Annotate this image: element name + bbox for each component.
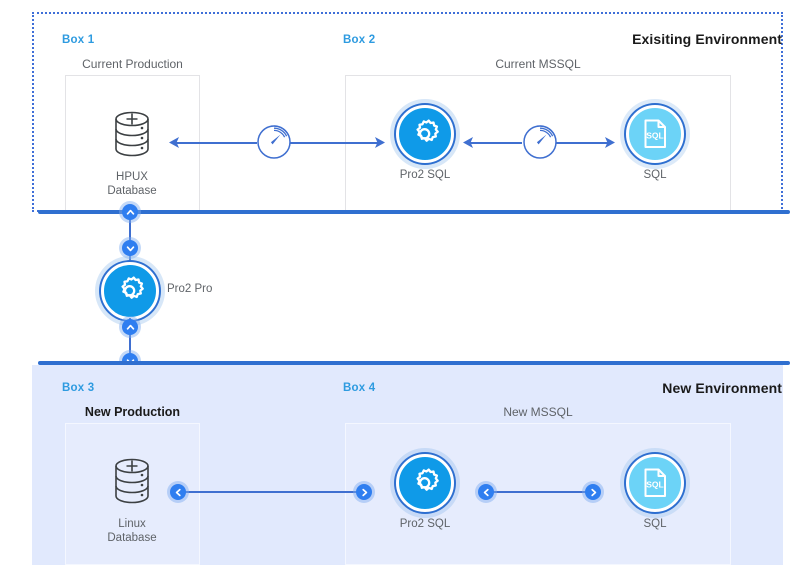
sql-document-icon: SQL xyxy=(626,454,684,512)
box-2-label: Box 2 xyxy=(343,34,376,46)
current-production-title: Current Production xyxy=(82,57,183,71)
gauge-icon xyxy=(255,123,293,161)
node-caption: HPUX Database xyxy=(97,170,167,198)
node-caption: SQL xyxy=(643,518,667,530)
existing-environment-title: Exisiting Environment xyxy=(632,31,782,47)
arrow-left-icon xyxy=(463,137,473,148)
box-1-label: Box 1 xyxy=(62,34,95,46)
existing-divider-bar xyxy=(38,210,790,214)
node-caption: Pro2 SQL xyxy=(399,518,451,530)
node-pro2-pro xyxy=(101,262,159,320)
sql-document-icon: SQL xyxy=(626,105,684,163)
gauge-icon xyxy=(521,123,559,161)
chevron-right-connector-dot xyxy=(585,484,601,500)
gear-icon xyxy=(396,105,454,163)
new-environment-title: New Environment xyxy=(662,380,782,396)
node-caption: SQL xyxy=(643,169,667,181)
linux-caption-line2: Database xyxy=(107,532,157,544)
arrow-right-icon xyxy=(605,137,615,148)
node-sql-existing: SQL SQL xyxy=(626,105,684,182)
hpux-caption-line2: Database xyxy=(107,185,157,197)
new-divider-bar xyxy=(38,361,790,365)
hpux-caption-line1: HPUX xyxy=(116,171,148,183)
gear-icon xyxy=(101,262,159,320)
chevron-right-connector-dot xyxy=(356,484,372,500)
arrow-left-icon xyxy=(169,137,179,148)
node-sql-new: SQL SQL xyxy=(626,454,684,531)
sql-glyph-text: SQL xyxy=(646,131,663,141)
sql-glyph-text: SQL xyxy=(646,480,663,490)
pro2-pro-caption: Pro2 Pro xyxy=(167,283,213,295)
new-mssql-title: New MSSQL xyxy=(503,405,573,419)
chevron-up-connector-dot xyxy=(122,204,138,220)
box-4-label: Box 4 xyxy=(343,382,376,394)
new-production-title: New Production xyxy=(84,405,181,419)
chevron-left-connector-dot xyxy=(170,484,186,500)
node-pro2-sql-existing: Pro2 SQL xyxy=(396,105,454,182)
gear-icon xyxy=(396,454,454,512)
chevron-left-connector-dot xyxy=(478,484,494,500)
current-mssql-title: Current MSSQL xyxy=(495,57,581,71)
database-cylinder-icon xyxy=(101,103,163,165)
node-pro2-sql-new: Pro2 SQL xyxy=(396,454,454,531)
linux-caption-line1: Linux xyxy=(118,518,146,530)
chevron-up-connector-dot xyxy=(122,319,138,335)
node-caption: Pro2 SQL xyxy=(399,169,451,181)
arrow-right-icon xyxy=(375,137,385,148)
node-caption: Linux Database xyxy=(97,517,167,545)
database-cylinder-icon xyxy=(101,450,163,512)
node-hpux-database: HPUX Database xyxy=(97,103,167,198)
chevron-down-connector-dot xyxy=(122,240,138,256)
node-linux-database: Linux Database xyxy=(97,450,167,545)
box-3-label: Box 3 xyxy=(62,382,95,394)
